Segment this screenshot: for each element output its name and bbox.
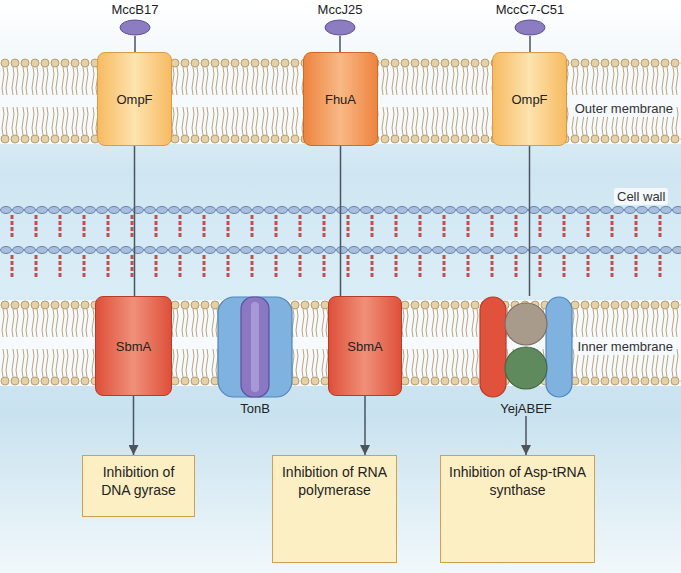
node-text: FhuA	[325, 92, 356, 107]
receptor-box: FhuA	[303, 52, 378, 146]
node-text: MccJ25	[318, 2, 363, 17]
node-text: SbmA	[347, 339, 382, 354]
region-label: Cell wall	[614, 188, 668, 205]
target-box: Inhibition of DNA gyrase	[82, 455, 195, 517]
region-label: Outer membrane	[572, 100, 676, 117]
peptide-symbol	[324, 19, 356, 36]
transport-arrow	[529, 146, 531, 296]
transport-arrow	[134, 146, 136, 296]
transporter-box: SbmA	[95, 296, 172, 396]
node-text: MccB17	[112, 2, 159, 17]
node-text: SbmA	[116, 339, 151, 354]
tonb-complex: TonB	[215, 296, 295, 416]
transport-arrow	[133, 396, 135, 455]
transporter-box: SbmA	[328, 296, 402, 396]
peptide-ellipse	[120, 20, 150, 35]
node-text: MccC7-C51	[496, 2, 565, 17]
transporter-complex: YejABEF	[478, 296, 574, 416]
yej-symbol	[478, 296, 574, 398]
peptide-ellipse	[325, 20, 355, 35]
node-text: Inhibition of RNA polymerase	[279, 464, 390, 499]
node-text: YejABEF	[500, 401, 552, 416]
node-text: Inhibition of DNA gyrase	[89, 464, 188, 499]
microcin-oval: MccJ25	[315, 2, 366, 36]
node-text: OmpF	[511, 92, 547, 107]
node-text: Inhibition of Asp-tRNA synthase	[447, 464, 588, 499]
transport-arrow	[364, 396, 366, 455]
target-box: Inhibition of Asp-tRNA synthase	[440, 455, 595, 563]
node-text: OmpF	[116, 92, 152, 107]
peptide-symbol	[514, 19, 546, 36]
microcin-oval: MccB17	[109, 2, 162, 36]
transport-arrow	[340, 146, 342, 296]
peptide-ellipse	[515, 20, 545, 35]
region-label: Inner membrane	[575, 338, 676, 355]
transport-arrow	[339, 36, 341, 52]
peptide-symbol	[119, 19, 151, 36]
transport-arrow	[134, 36, 136, 52]
transport-arrow	[529, 36, 531, 52]
transport-arrow	[525, 416, 527, 455]
tonb-symbol	[215, 296, 295, 398]
target-box: Inhibition of RNA polymerase	[272, 455, 397, 563]
microcin-oval: MccC7-C51	[493, 2, 568, 36]
porin-box: OmpF	[492, 52, 567, 146]
porin-box: OmpF	[97, 52, 172, 146]
node-text: TonB	[240, 401, 270, 416]
